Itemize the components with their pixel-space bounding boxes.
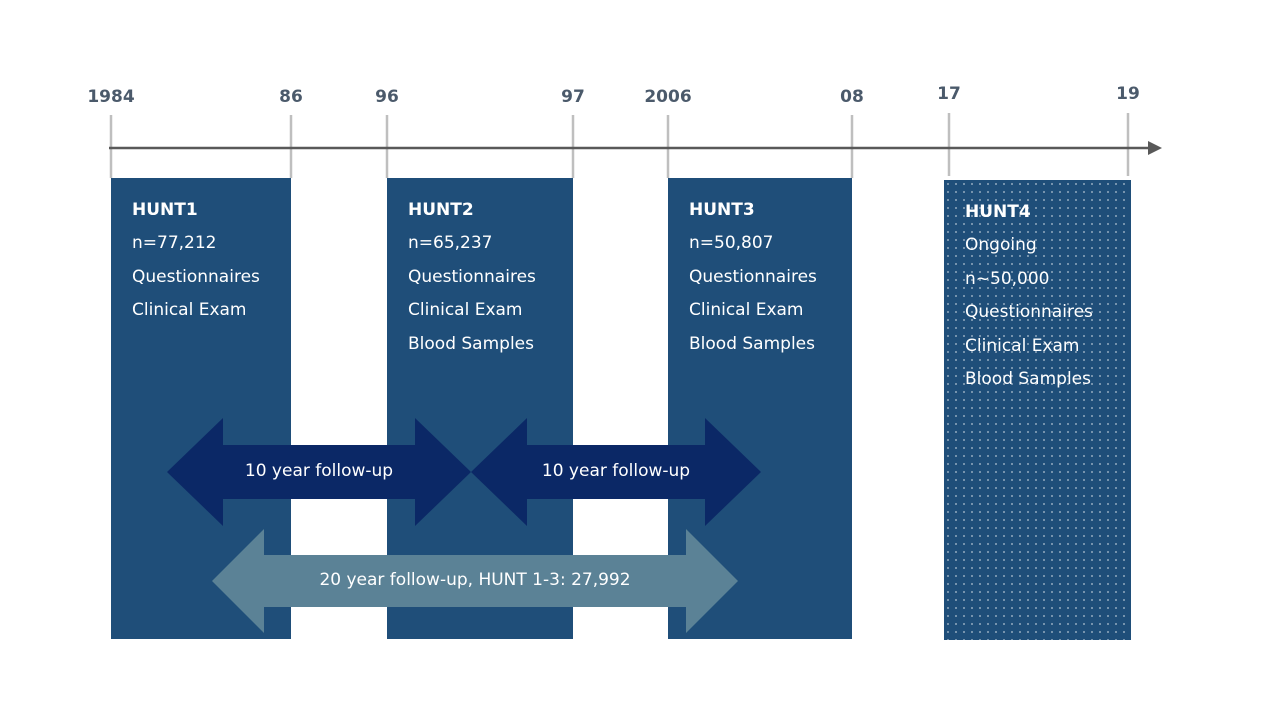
wave-detail: Blood Samples [408, 333, 534, 354]
wave-title: HUNT2 [408, 200, 474, 220]
wave-detail: Questionnaires [132, 266, 260, 287]
wave-detail: Blood Samples [689, 333, 815, 354]
follow-up-double-arrow [167, 418, 471, 526]
tick-label: 1984 [87, 87, 135, 107]
tick-label: 97 [561, 87, 585, 107]
wave-detail: Clinical Exam [965, 335, 1080, 356]
wave-detail: Questionnaires [408, 266, 536, 287]
wave-detail: Questionnaires [689, 266, 817, 287]
wave-detail: n=77,212 [132, 233, 217, 254]
wave-title: HUNT4 [965, 202, 1031, 222]
wave-detail: Clinical Exam [408, 300, 523, 321]
follow-up-label: 10 year follow-up [244, 461, 394, 481]
wave-detail: n~50,000 [965, 268, 1050, 289]
wave-detail: Clinical Exam [689, 300, 804, 321]
wave-title: HUNT1 [132, 200, 198, 220]
wave-title: HUNT3 [689, 200, 755, 220]
follow-up-label: 20 year follow-up, HUNT 1-3: 27,992 [319, 570, 631, 590]
timeline-arrowhead-icon [1148, 141, 1162, 155]
tick-label: 96 [375, 87, 399, 107]
wave-detail: Ongoing [965, 235, 1037, 256]
wave-detail: Blood Samples [965, 368, 1091, 389]
tick-label: 17 [937, 84, 961, 104]
wave-detail: n=50,807 [689, 233, 774, 254]
tick-label: 86 [279, 87, 303, 107]
tick-label: 2006 [644, 87, 692, 107]
tick-label: 19 [1116, 84, 1140, 104]
tick-label: 08 [840, 87, 864, 107]
wave-detail: Clinical Exam [132, 300, 247, 321]
follow-up-double-arrow [212, 529, 738, 633]
follow-up-label: 10 year follow-up [541, 461, 691, 481]
wave-detail: Questionnaires [965, 302, 1093, 323]
follow-up-double-arrow [471, 418, 761, 526]
wave-detail: n=65,237 [408, 233, 493, 254]
